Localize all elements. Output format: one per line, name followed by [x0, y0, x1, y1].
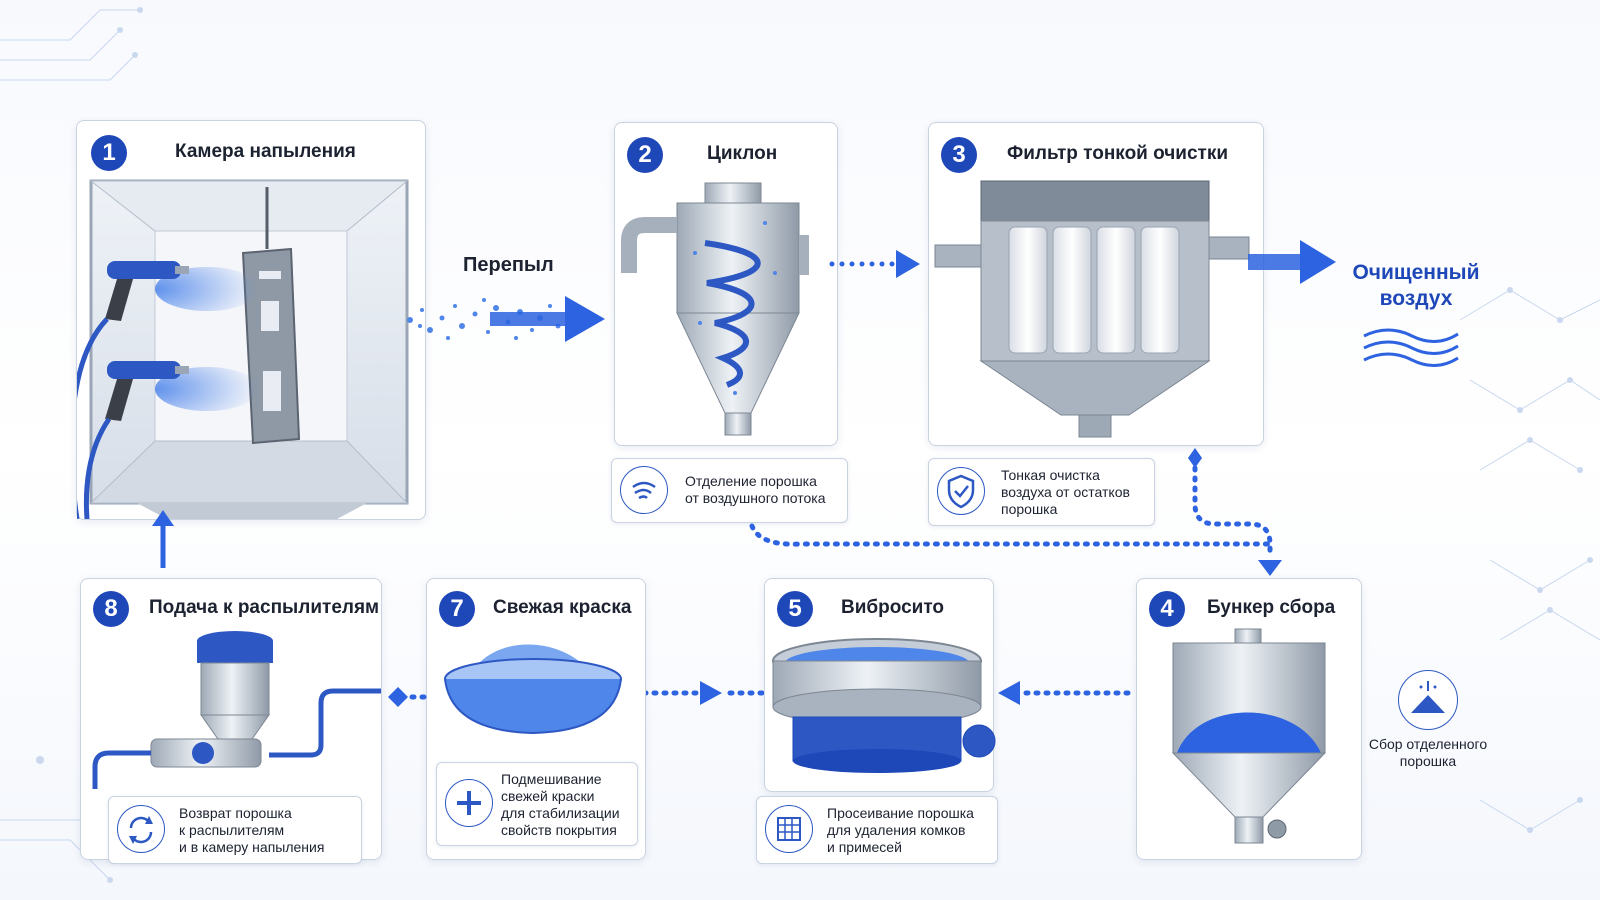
grid-mesh-icon	[765, 805, 813, 853]
panel-cyclone: 2 Циклон	[614, 122, 838, 446]
arrow-fresh-to-feed	[388, 687, 428, 707]
panel-vibro-sieve: 5 Вибросито	[764, 578, 996, 792]
powder-pile-icon	[1398, 670, 1458, 730]
step-badge-1: 1	[91, 135, 127, 171]
note-feed-to-guns: Возврат порошка к распылителям и в камер…	[108, 796, 362, 864]
arrow-cyclone-to-filter	[829, 250, 920, 278]
feed-pump-illustration	[92, 631, 381, 789]
step-title-cyclone: Циклон	[707, 143, 778, 164]
step-title-spray-booth: Камера напыления	[175, 141, 356, 162]
step-title-fresh-paint: Свежая краска	[493, 597, 632, 618]
arrow-up-feed-to-booth	[152, 510, 174, 568]
step-badge-2: 2	[627, 137, 663, 173]
shield-check-icon	[937, 467, 985, 515]
step-badge-7: 7	[439, 591, 475, 627]
panel-collection-hopper: 4 Бункер сбора	[1136, 578, 1362, 860]
note-cyclone: Отделение порошка от воздушного потока	[611, 458, 848, 523]
note-fresh-paint-text: Подмешивание свежей краски для стабилиза…	[501, 771, 620, 838]
vibro-sieve-illustration	[772, 638, 996, 773]
note-cyclone-text: Отделение порошка от воздушного потока	[685, 473, 826, 506]
hopper-illustration	[1171, 628, 1327, 844]
overspray-particle-stream	[407, 296, 605, 342]
step-title-feed-to-guns: Подача к распылителям	[149, 597, 380, 618]
step-title-fine-filter: Фильтр тонкой очистки	[1007, 143, 1229, 164]
side-label-collected-powder: Сбор отделенного порошка	[1368, 736, 1488, 769]
cyclone-icon	[620, 466, 668, 514]
step-badge-3: 3	[941, 137, 977, 173]
spray-gun-icon	[105, 261, 189, 421]
panel-fine-filter: 3 Фильтр тонкой очистки	[928, 122, 1264, 446]
note-vibro-sieve: Просеивание порошка для удаления комков …	[756, 796, 998, 864]
step-badge-8: 8	[93, 591, 129, 627]
note-vibro-sieve-text: Просеивание порошка для удаления комков …	[827, 805, 974, 855]
recycle-arrows-icon	[117, 805, 165, 853]
fresh-paint-bowl-illustration	[444, 644, 622, 735]
note-fresh-paint: Подмешивание свежей краски для стабилиза…	[436, 762, 638, 846]
arrow-sieve-to-fresh	[641, 681, 764, 705]
filter-illustration	[934, 180, 1250, 438]
arrow-clean-air-out	[1248, 240, 1336, 284]
arrow-hopper-to-sieve	[998, 681, 1135, 705]
step-badge-5: 5	[777, 591, 813, 627]
cyclone-illustration	[621, 182, 809, 436]
step-badge-4: 4	[1149, 591, 1185, 627]
note-fine-filter: Тонкая очистка воздуха от остатков порош…	[928, 458, 1155, 526]
spray-booth-illustration	[77, 179, 409, 519]
note-fine-filter-text: Тонкая очистка воздуха от остатков порош…	[1001, 467, 1130, 517]
panel-spray-booth: 1 Камера напыления	[76, 120, 426, 520]
plus-icon	[445, 779, 493, 827]
step-title-vibro-sieve: Вибросито	[841, 597, 945, 618]
clean-air-label: Очищенный воздух	[1352, 261, 1480, 310]
note-feed-to-guns-text: Возврат порошка к распылителям и в камер…	[179, 805, 325, 855]
airflow-waves-icon	[1363, 328, 1459, 367]
step-title-collection-hopper: Бункер сбора	[1207, 597, 1336, 618]
overspray-label: Перепыл	[463, 254, 554, 276]
